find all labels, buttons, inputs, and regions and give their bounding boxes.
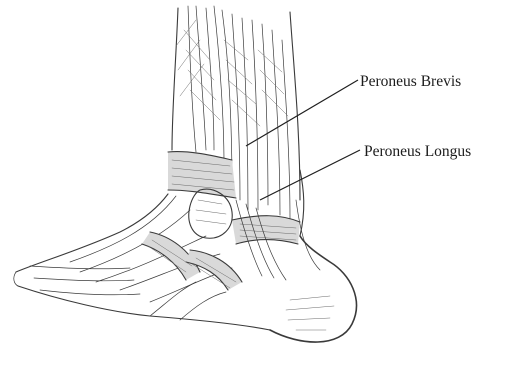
peroneus-longus-label: Peroneus Longus	[364, 143, 471, 160]
label-peroneus-longus: Peroneus Longus	[260, 143, 471, 200]
extensor-retinaculum	[168, 152, 236, 198]
foot-tendons	[70, 196, 286, 302]
peroneus-brevis-label: Peroneus Brevis	[360, 73, 461, 90]
leader-line-brevis	[246, 80, 358, 146]
leader-line-longus	[260, 150, 360, 200]
